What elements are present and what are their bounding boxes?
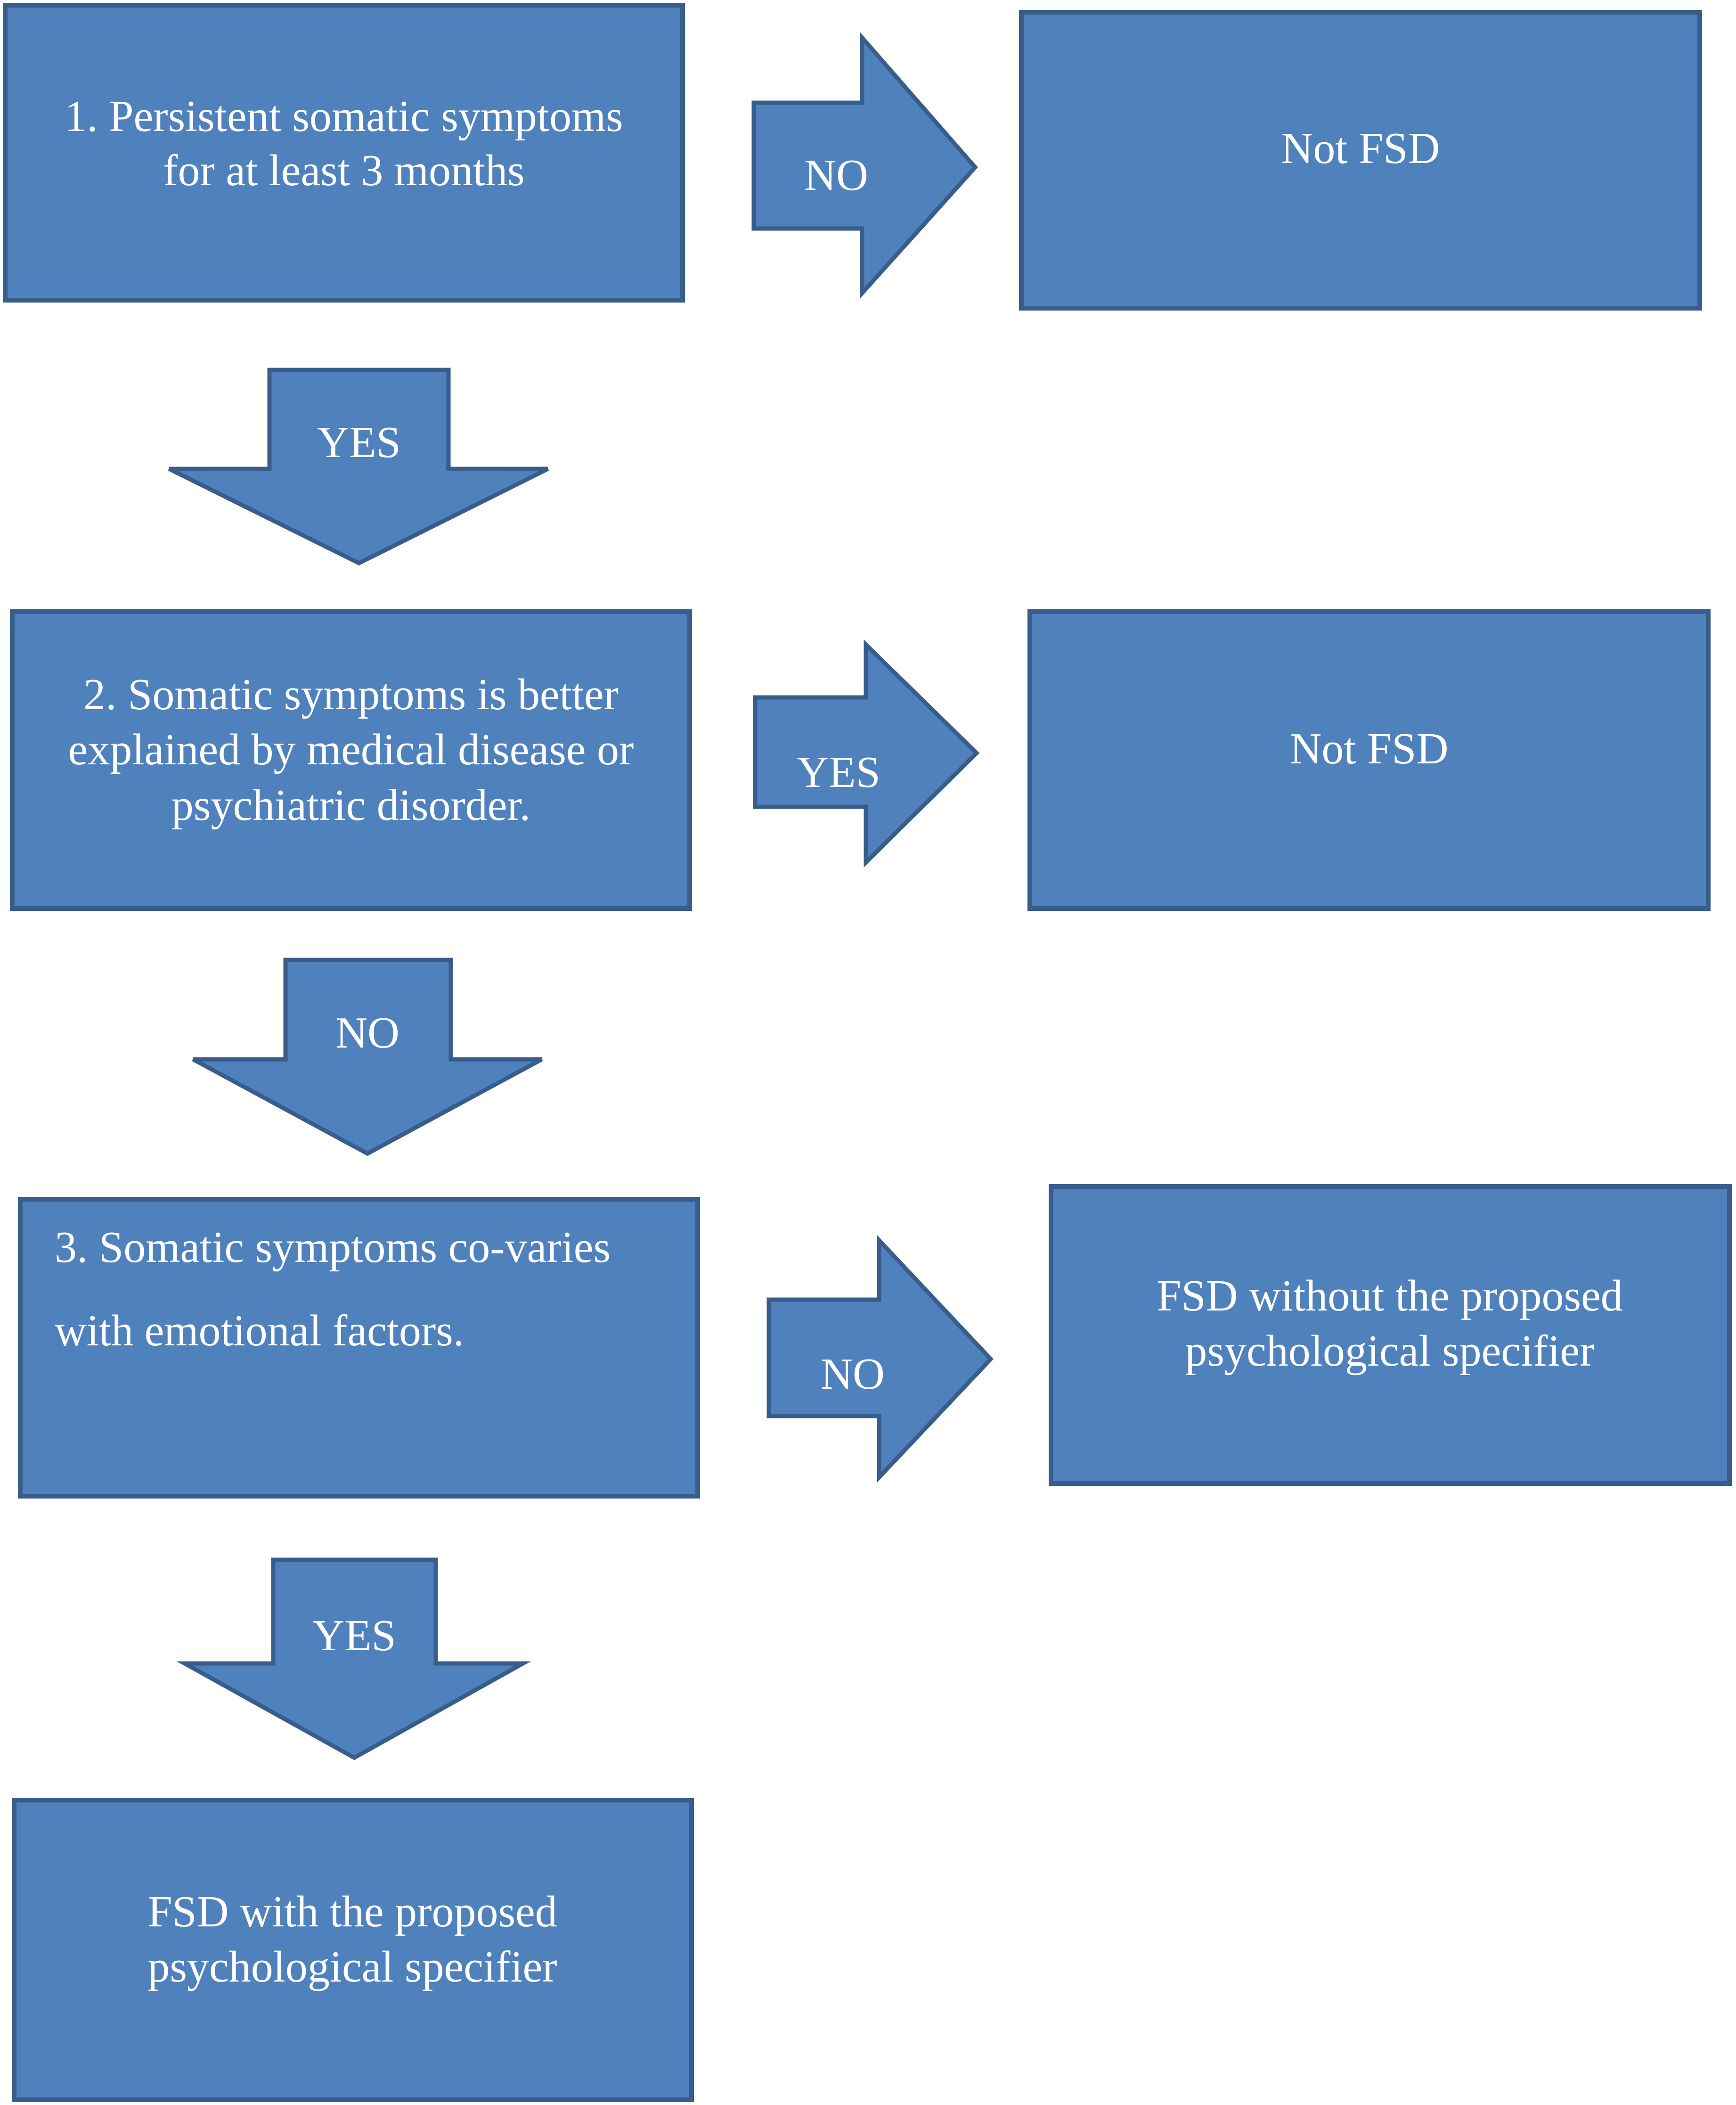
step1-yes-label: YES <box>317 418 401 467</box>
step2-line1: 2. Somatic symptoms is better <box>83 670 619 719</box>
step2-box: 2. Somatic symptoms is better explained … <box>10 609 692 911</box>
step2-line2: explained by medical disease or <box>68 725 634 774</box>
step1-no-label: NO <box>804 151 868 200</box>
step3-yes-result-line1: FSD with the proposed <box>147 1887 557 1936</box>
step3-box: 3. Somatic symptoms co-varies with emoti… <box>18 1197 700 1499</box>
step2-yes-arrow: YES <box>753 639 980 868</box>
step3-no-label: NO <box>821 1350 885 1399</box>
step3-no-arrow: NO <box>766 1235 994 1483</box>
step3-yes-arrow: YES <box>176 1557 531 1761</box>
step2-no-arrow: NO <box>192 958 543 1156</box>
step2-no-label: NO <box>335 1008 399 1057</box>
step3-no-result-line1: FSD without the proposed <box>1157 1271 1623 1320</box>
step3-no-result-line2: psychological specifier <box>1185 1327 1594 1376</box>
step2-yes-result-box: Not FSD <box>1027 609 1711 911</box>
step3-line2: with emotional factors. <box>55 1306 464 1355</box>
step3-yes-result-line2: psychological specifier <box>147 1942 557 1991</box>
step2-yes-label: YES <box>797 748 880 797</box>
step3-no-result-box: FSD without the proposed psychological s… <box>1049 1184 1732 1486</box>
step1-box: 1. Persistent somatic symptoms for at le… <box>3 3 685 303</box>
step3-yes-result-box: FSD with the proposed psychological spec… <box>12 1798 694 2102</box>
step2-yes-result-label: Not FSD <box>1290 724 1449 773</box>
step3-line1: 3. Somatic symptoms co-varies <box>55 1223 611 1272</box>
step1-line1: 1. Persistent somatic symptoms <box>65 92 623 141</box>
step1-no-result-label: Not FSD <box>1281 124 1440 173</box>
step1-yes-arrow: YES <box>168 368 549 566</box>
step1-no-result-box: Not FSD <box>1019 10 1702 311</box>
step2-line3: psychiatric disorder. <box>171 781 530 830</box>
step1-no-arrow: NO <box>751 32 978 299</box>
step3-yes-label: YES <box>312 1611 396 1660</box>
step1-line2: for at least 3 months <box>163 146 525 195</box>
